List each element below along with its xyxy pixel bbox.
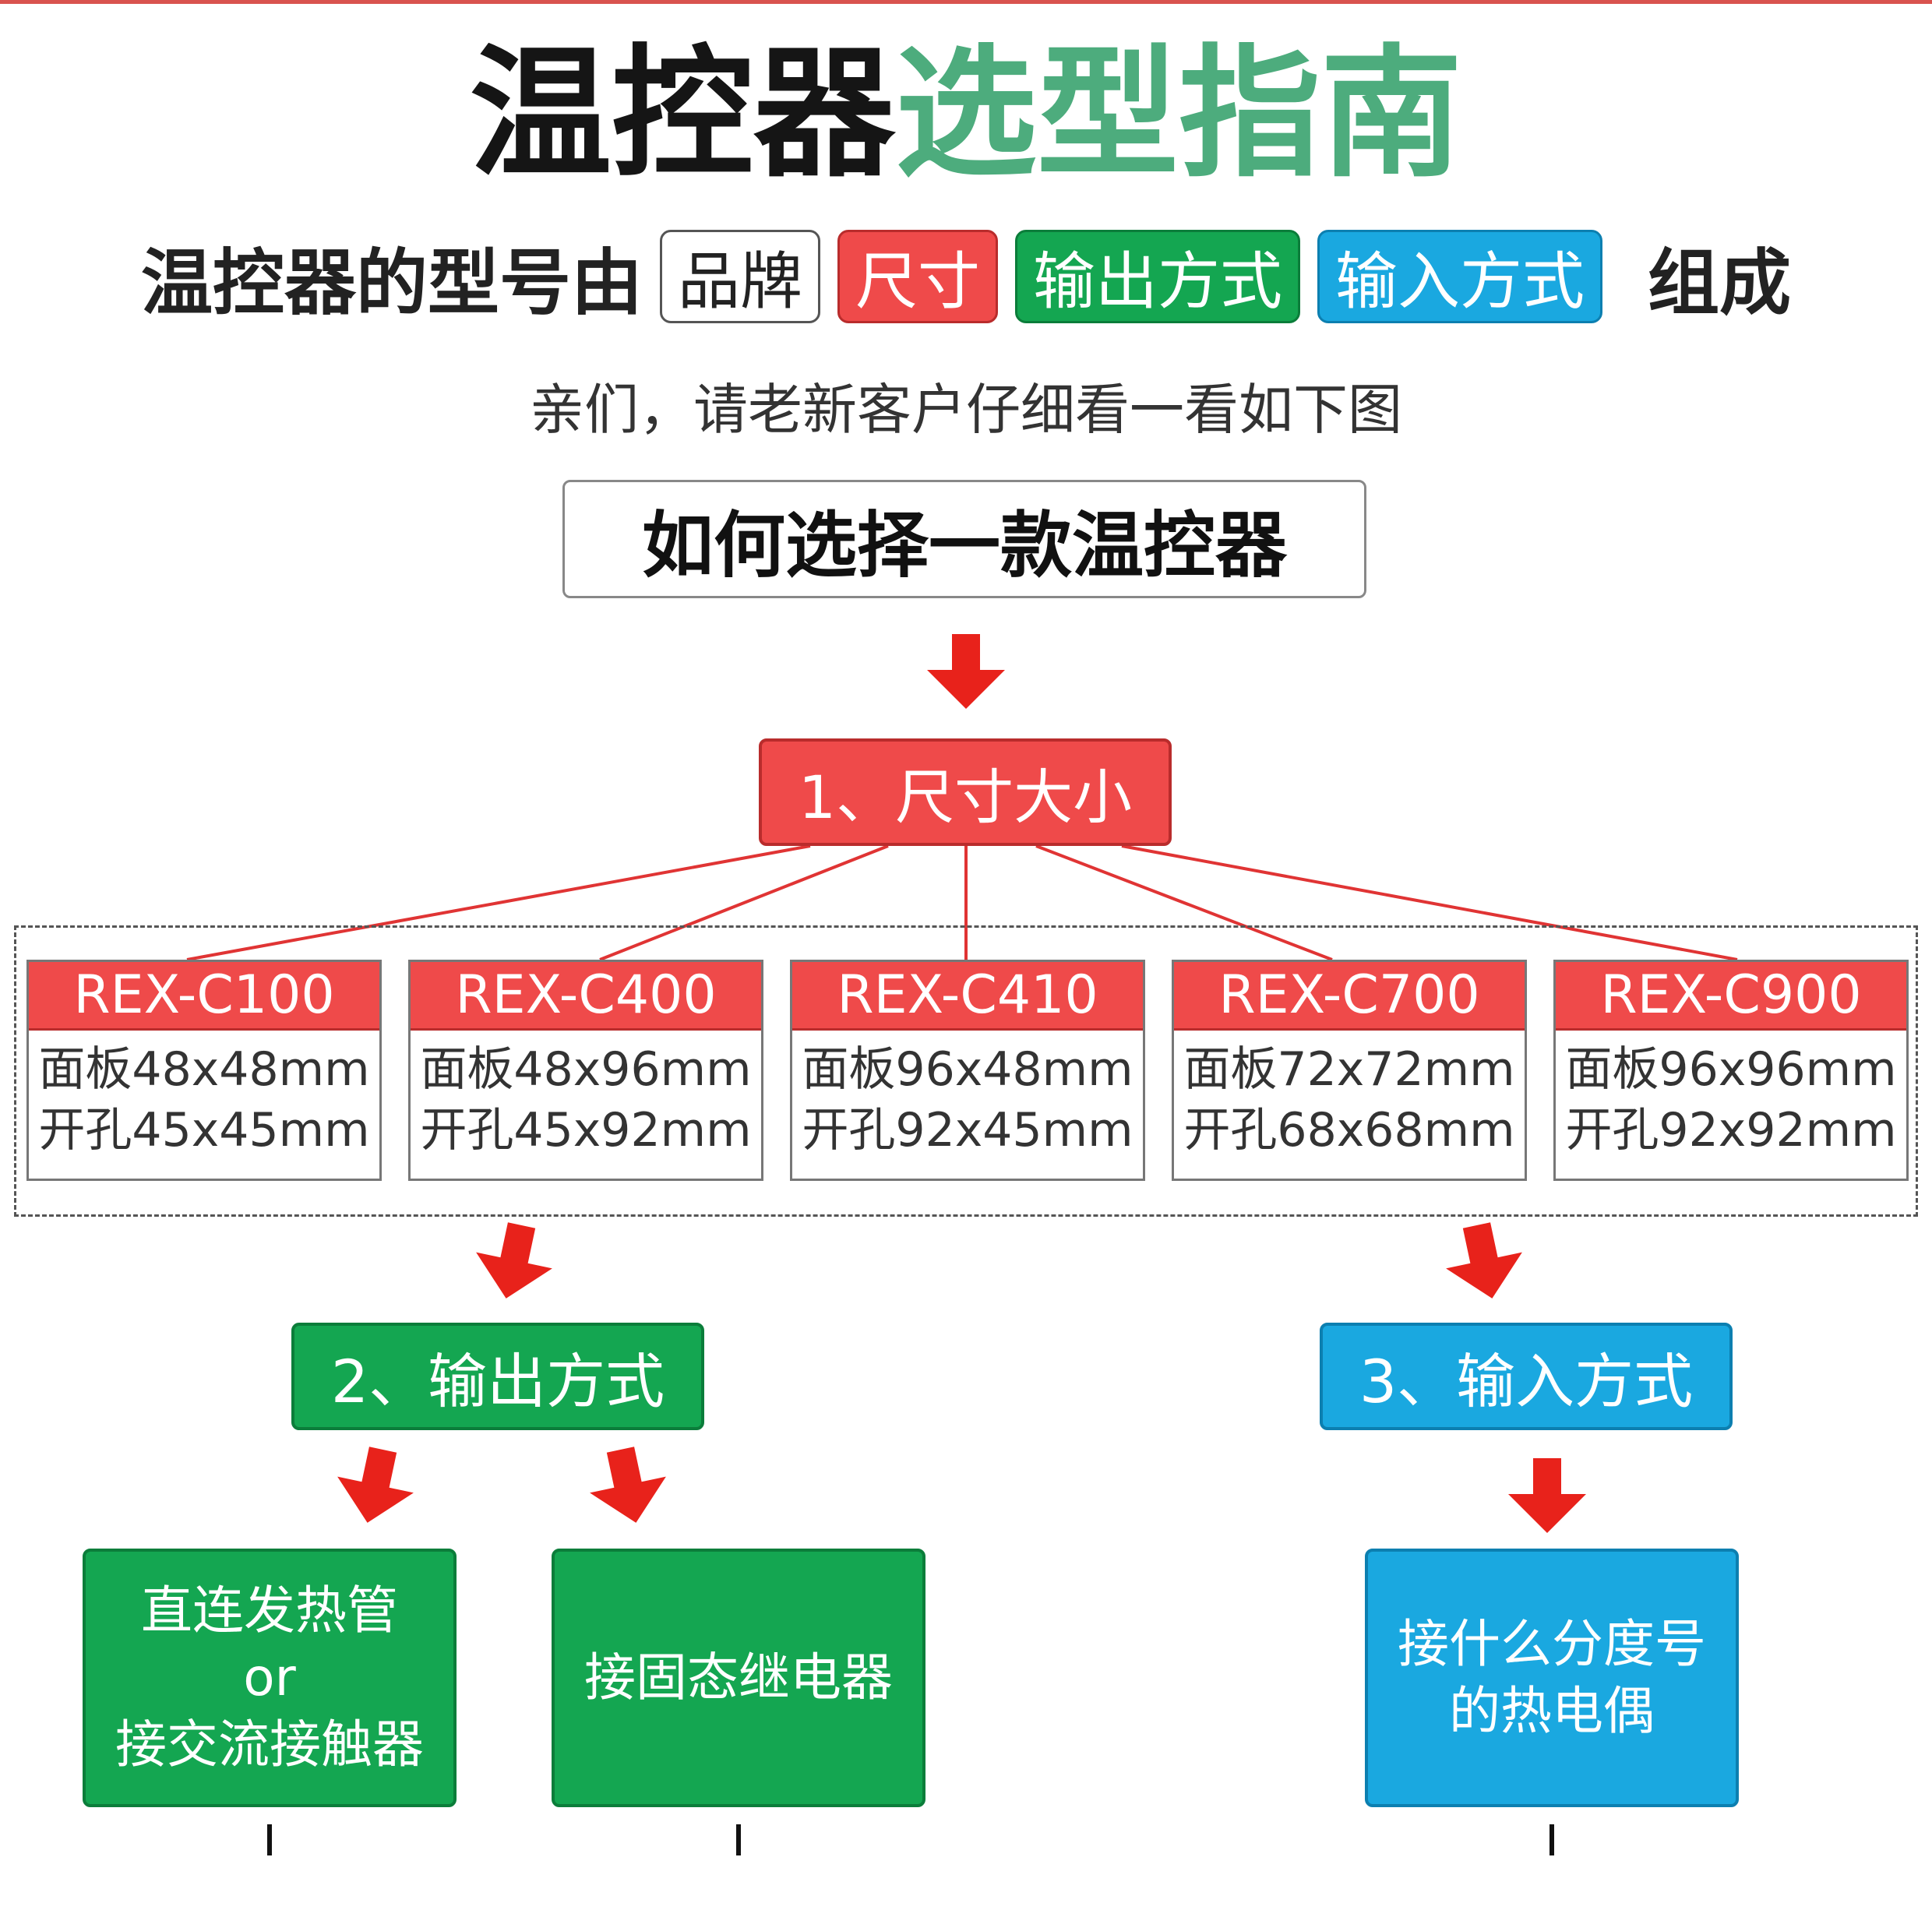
model-name: REX-C410 <box>792 962 1143 1031</box>
chip-size: 尺寸 <box>837 230 998 323</box>
chip-brand: 品牌 <box>660 230 820 323</box>
option-line: 接什么分度号 <box>1398 1614 1706 1675</box>
title-part-2: 选型指南 <box>895 31 1462 196</box>
composition-suffix: 组成 <box>1648 241 1792 325</box>
step-3-input: 3、输入方式 <box>1320 1323 1733 1430</box>
option-line: 的热电偶 <box>1449 1681 1655 1741</box>
arrow-down-icon <box>927 634 1005 709</box>
model-name: REX-C700 <box>1174 962 1525 1031</box>
continuation-ticks <box>267 1824 1554 1855</box>
top-border-line <box>0 0 1932 4</box>
model-card-c100: REX-C100 面板48x48mm 开孔45x45mm <box>26 960 382 1181</box>
model-hole-size: 开孔45x45mm <box>38 1103 370 1158</box>
option-line: 直连发热管 <box>141 1581 398 1641</box>
model-name: REX-C900 <box>1556 962 1906 1031</box>
tree-lines <box>186 844 1738 961</box>
step-2-output: 2、输出方式 <box>291 1323 704 1430</box>
model-panel-size: 面板48x96mm <box>420 1042 752 1097</box>
page-title: 温控器选型指南 <box>0 43 1932 185</box>
output-option-ssr: 接固态继电器 <box>552 1549 925 1807</box>
model-hole-size: 开孔45x92mm <box>420 1103 752 1158</box>
model-card-c400: REX-C400 面板48x96mm 开孔45x92mm <box>408 960 763 1181</box>
chip-output: 输出方式 <box>1015 230 1300 323</box>
composition-line: 温控器的型号由 品牌 尺寸 输出方式 输入方式 组成 <box>0 226 1932 327</box>
subtitle: 亲们，请老新客户仔细看一看如下图 <box>530 378 1402 442</box>
model-panel-size: 面板96x96mm <box>1565 1042 1897 1097</box>
connector-line-c100 <box>186 844 811 961</box>
model-name: REX-C100 <box>29 962 379 1031</box>
option-line: or <box>243 1647 296 1708</box>
models-group <box>14 925 1918 1217</box>
arrow-down-icon <box>1508 1458 1586 1533</box>
model-card-c900: REX-C900 面板96x96mm 开孔92x92mm <box>1553 960 1909 1181</box>
arrows <box>337 634 1586 1533</box>
model-panel-size: 面板48x48mm <box>38 1042 370 1097</box>
model-name: REX-C400 <box>411 962 761 1031</box>
arrow-down-icon <box>476 1222 552 1299</box>
input-option-thermocouple: 接什么分度号 的热电偶 <box>1365 1549 1739 1807</box>
arrow-down-icon <box>337 1447 414 1523</box>
option-line: 接交流接触器 <box>115 1714 424 1774</box>
model-hole-size: 开孔92x45mm <box>802 1103 1133 1158</box>
arrow-down-icon <box>590 1447 666 1523</box>
question-box: 如何选择一款温控器 <box>562 480 1366 598</box>
arrow-down-icon <box>1446 1222 1522 1299</box>
chip-input: 输入方式 <box>1317 230 1602 323</box>
connector-line-c700 <box>1035 844 1333 961</box>
step-1-size: 1、尺寸大小 <box>759 738 1172 846</box>
model-panel-size: 面板72x72mm <box>1183 1042 1515 1097</box>
output-option-heater-contactor: 直连发热管 or 接交流接触器 <box>83 1549 457 1807</box>
connector-line-c400 <box>599 844 889 961</box>
composition-prefix: 温控器的型号由 <box>140 241 643 325</box>
connector-line-c900 <box>1121 844 1738 961</box>
option-line: 接固态继电器 <box>584 1647 893 1708</box>
model-hole-size: 开孔68x68mm <box>1183 1103 1515 1158</box>
model-card-c700: REX-C700 面板72x72mm 开孔68x68mm <box>1172 960 1527 1181</box>
model-hole-size: 开孔92x92mm <box>1565 1103 1897 1158</box>
model-panel-size: 面板96x48mm <box>802 1042 1133 1097</box>
model-card-c410: REX-C410 面板96x48mm 开孔92x45mm <box>790 960 1145 1181</box>
title-part-1: 温控器 <box>470 31 895 196</box>
